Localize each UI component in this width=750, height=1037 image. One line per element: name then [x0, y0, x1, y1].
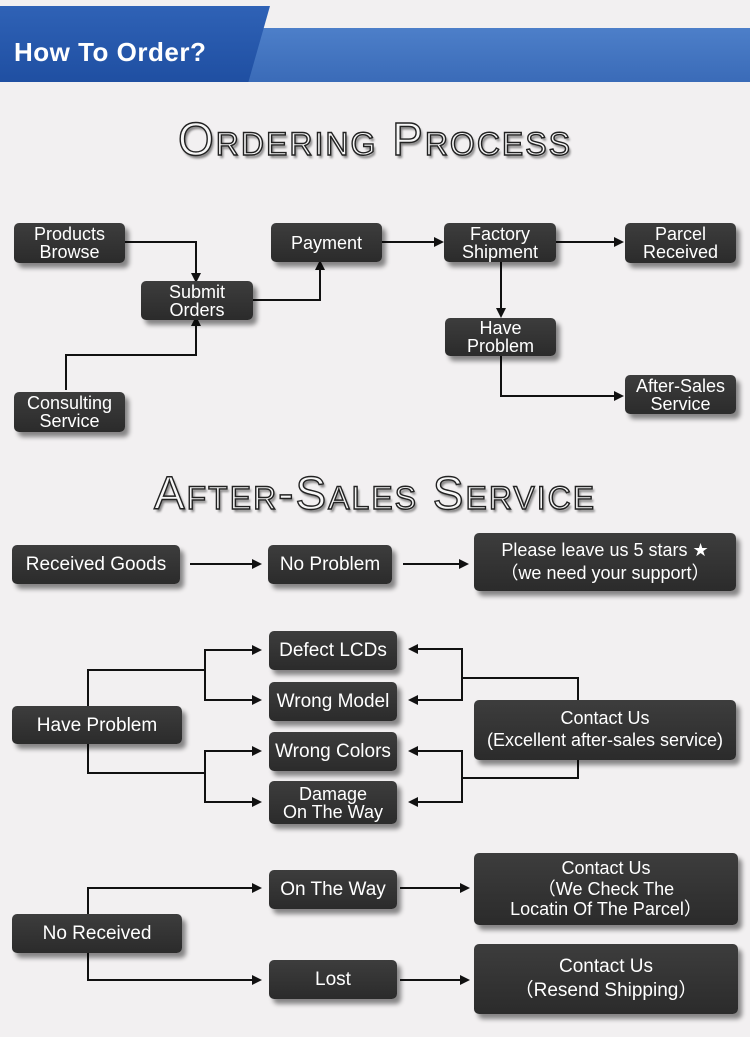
node-lost-label: Lost	[315, 969, 351, 990]
node-have-problem-label: Have Problem	[36, 714, 158, 736]
node-no-problem-label: No Problem	[279, 554, 381, 575]
node-products-browse: Products Browse	[14, 223, 125, 263]
node-consulting-service: Consulting Service	[14, 392, 125, 432]
node-consulting-service-line2: Service	[39, 411, 100, 431]
node-submit-orders-line1: Submit	[168, 281, 226, 302]
node-received-goods-label: Received Goods	[25, 554, 167, 575]
node-lost: Lost	[269, 960, 397, 999]
node-contact-us-excellent-line1: Contact Us	[560, 708, 650, 729]
node-wrong-model-label: Wrong Model	[276, 691, 390, 712]
node-contact-us-check-line2: （We Check The	[537, 878, 675, 899]
node-have-problem: Have Problem	[12, 706, 182, 744]
node-leave-stars: Please leave us 5 stars ★ （we need your …	[474, 533, 736, 591]
node-no-received: No Received	[12, 914, 182, 953]
node-defect-lcds-label: Defect LCDs	[279, 640, 387, 661]
node-contact-us-excellent: Contact Us (Excellent after-sales servic…	[474, 700, 736, 760]
node-wrong-model: Wrong Model	[269, 682, 397, 721]
node-damage-line1: Damage	[298, 783, 368, 804]
node-wrong-colors: Wrong Colors	[269, 732, 397, 771]
node-contact-us-resend-line2: （Resend Shipping）	[514, 980, 698, 1001]
node-have-problem-order: Have Problem	[445, 318, 556, 356]
node-after-sales-service-line2: Service	[650, 393, 711, 414]
after-sales-service-title: After-Sales Service	[153, 466, 597, 519]
node-factory-shipment: Factory Shipment	[444, 223, 556, 262]
node-no-problem: No Problem	[268, 545, 392, 584]
node-parcel-received: Parcel Received	[625, 223, 736, 263]
node-on-the-way-label: On The Way	[280, 879, 386, 900]
node-after-sales-service: After-Sales Service	[625, 375, 736, 414]
node-on-the-way: On The Way	[269, 870, 397, 909]
node-contact-us-check-line3: Locatin Of The Parcel）	[510, 899, 702, 920]
node-products-browse-line1: Products	[33, 224, 106, 244]
ordering-process-title: Ordering Process	[177, 112, 572, 165]
node-have-problem-line2: Problem	[466, 336, 535, 356]
node-no-received-label: No Received	[42, 923, 152, 944]
node-leave-stars-line1: Please leave us 5 stars ★	[501, 539, 709, 560]
node-contact-us-excellent-line2: (Excellent after-sales service)	[486, 730, 724, 750]
node-parcel-received-line1: Parcel	[654, 224, 707, 244]
node-factory-shipment-line1: Factory	[469, 223, 530, 244]
node-factory-shipment-line2: Shipment	[461, 241, 539, 262]
header-tab	[0, 6, 270, 82]
node-payment: Payment	[271, 223, 382, 262]
node-contact-us-resend-line1: Contact Us	[559, 956, 653, 978]
node-have-problem-line1: Have	[479, 318, 522, 338]
node-contact-us-check-line1: Contact Us	[561, 857, 651, 878]
node-wrong-colors-label: Wrong Colors	[275, 741, 391, 762]
node-submit-orders: Submit Orders	[141, 281, 253, 320]
node-contact-us-check: Contact Us （We Check The Locatin Of The …	[474, 853, 738, 925]
node-leave-stars-line2: （we need your support）	[500, 563, 710, 583]
node-defect-lcds: Defect LCDs	[269, 631, 397, 670]
node-received-goods: Received Goods	[12, 545, 180, 584]
node-parcel-received-line2: Received	[642, 242, 719, 262]
node-products-browse-line2: Browse	[39, 242, 100, 262]
node-submit-orders-line2: Orders	[169, 299, 225, 320]
node-damage-on-the-way: Damage On The Way	[269, 781, 397, 824]
node-contact-us-resend: Contact Us （Resend Shipping）	[474, 944, 738, 1014]
node-damage-line2: On The Way	[282, 801, 384, 822]
node-consulting-service-line1: Consulting	[26, 393, 113, 413]
node-payment-label: Payment	[290, 232, 363, 253]
node-after-sales-service-line1: After-Sales	[635, 375, 726, 396]
page-title: How To Order?	[14, 37, 207, 67]
